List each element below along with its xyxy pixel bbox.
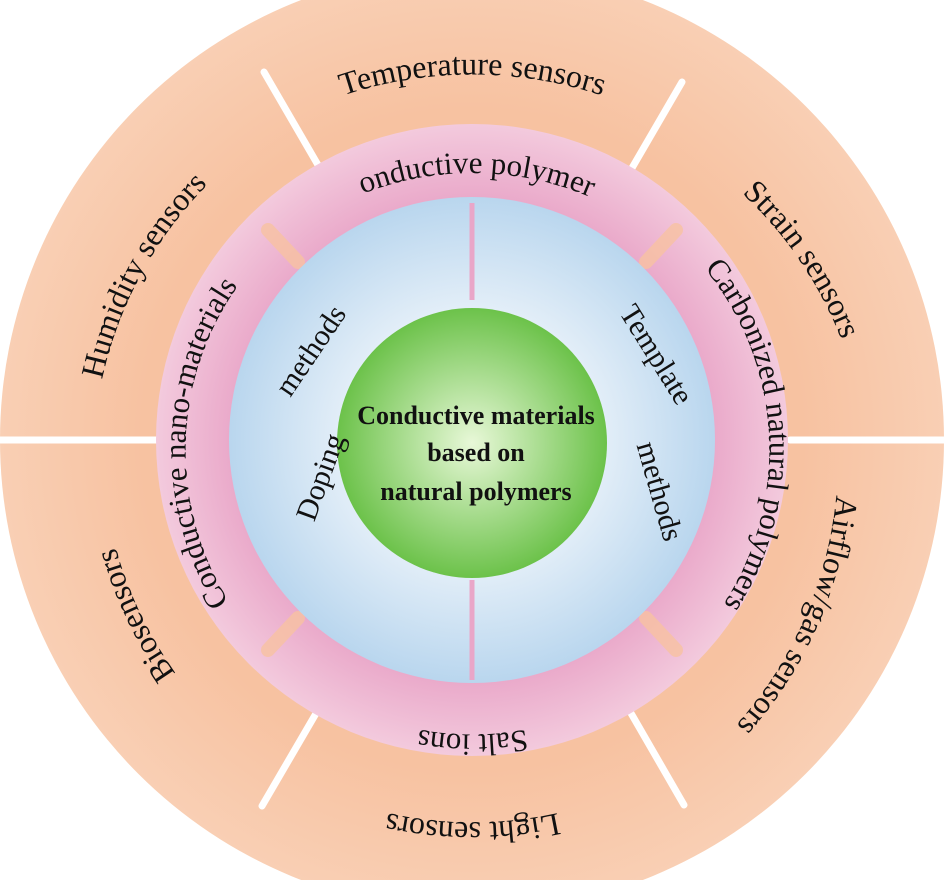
center-title: Conductive materials based on natural po… — [357, 401, 595, 506]
divider-top-left — [260, 68, 322, 169]
core-circle — [337, 308, 607, 578]
gap-bottom-right — [639, 611, 683, 657]
divider-bottom-right — [624, 704, 688, 809]
divider-bottom-left — [258, 706, 322, 810]
outer-ring-dividers — [0, 68, 945, 810]
center-line-3: natural polymers — [380, 477, 571, 506]
gap-top-right — [639, 223, 683, 269]
divider-top-right — [628, 78, 686, 172]
material-salt-ions: Salt ions — [414, 723, 530, 763]
material-ring-gaps — [261, 223, 683, 657]
center-line-2: based on — [427, 438, 525, 467]
gap-bottom-left — [261, 611, 305, 657]
gap-top-left — [261, 223, 305, 269]
center-line-1: Conductive materials — [357, 401, 595, 430]
